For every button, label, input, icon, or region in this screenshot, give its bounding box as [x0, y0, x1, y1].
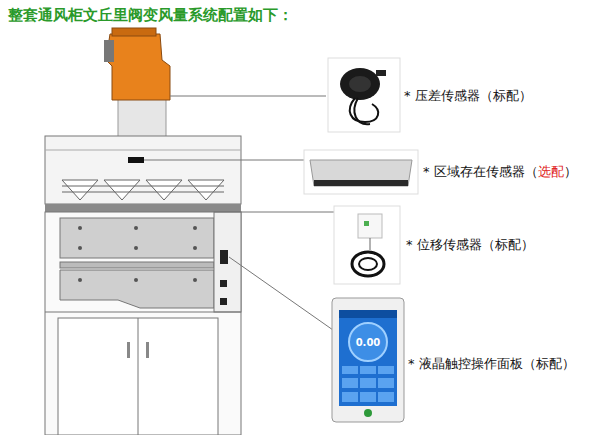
photo-frame: [304, 150, 418, 194]
callout-text: * 位移传感器（标配）: [406, 236, 534, 254]
vent-slots: [62, 180, 224, 200]
duct-pipe: [118, 96, 166, 138]
callout-label: * 压差传感器（标配）: [404, 87, 532, 105]
callout-label: * 液晶触控操作面板（标配）: [408, 355, 575, 373]
callout-label: * 位移传感器（标配）: [406, 236, 534, 254]
callout-text: 选配: [538, 163, 564, 181]
callout-text: * 区域存在传感器（: [423, 163, 538, 181]
hood-header: [45, 136, 241, 204]
callout-text: ）: [564, 163, 577, 181]
sash-panel: [60, 270, 214, 308]
panel-mount: [220, 250, 228, 264]
title: 整套通风柜文丘里阀变风量系统配置如下：: [8, 6, 293, 25]
callout-text: * 液晶触控操作面板（标配）: [408, 355, 575, 373]
presence-sensor: [310, 160, 412, 186]
leader-lines: [144, 96, 334, 330]
valve-actuator: [104, 40, 114, 62]
presence-sensor-mount: [128, 157, 144, 163]
base-cabinet: [58, 318, 218, 435]
venturi-valve: [106, 34, 170, 100]
sash-panel: [60, 218, 214, 258]
hood-body: [45, 212, 241, 435]
displacement-sensor: [358, 214, 382, 238]
valve-flange: [112, 28, 156, 36]
photo-frame: [328, 58, 400, 132]
callout-label: * 区域存在传感器（选配）: [423, 163, 577, 181]
touch-panel: [332, 298, 404, 422]
pressure-sensor: [340, 68, 380, 100]
photo-frame: [334, 206, 400, 284]
sash-top: [45, 204, 241, 212]
panel-screen: [339, 310, 397, 406]
screen-reading: 0.00: [356, 337, 381, 348]
callout-text: * 压差传感器（标配）: [404, 87, 532, 105]
